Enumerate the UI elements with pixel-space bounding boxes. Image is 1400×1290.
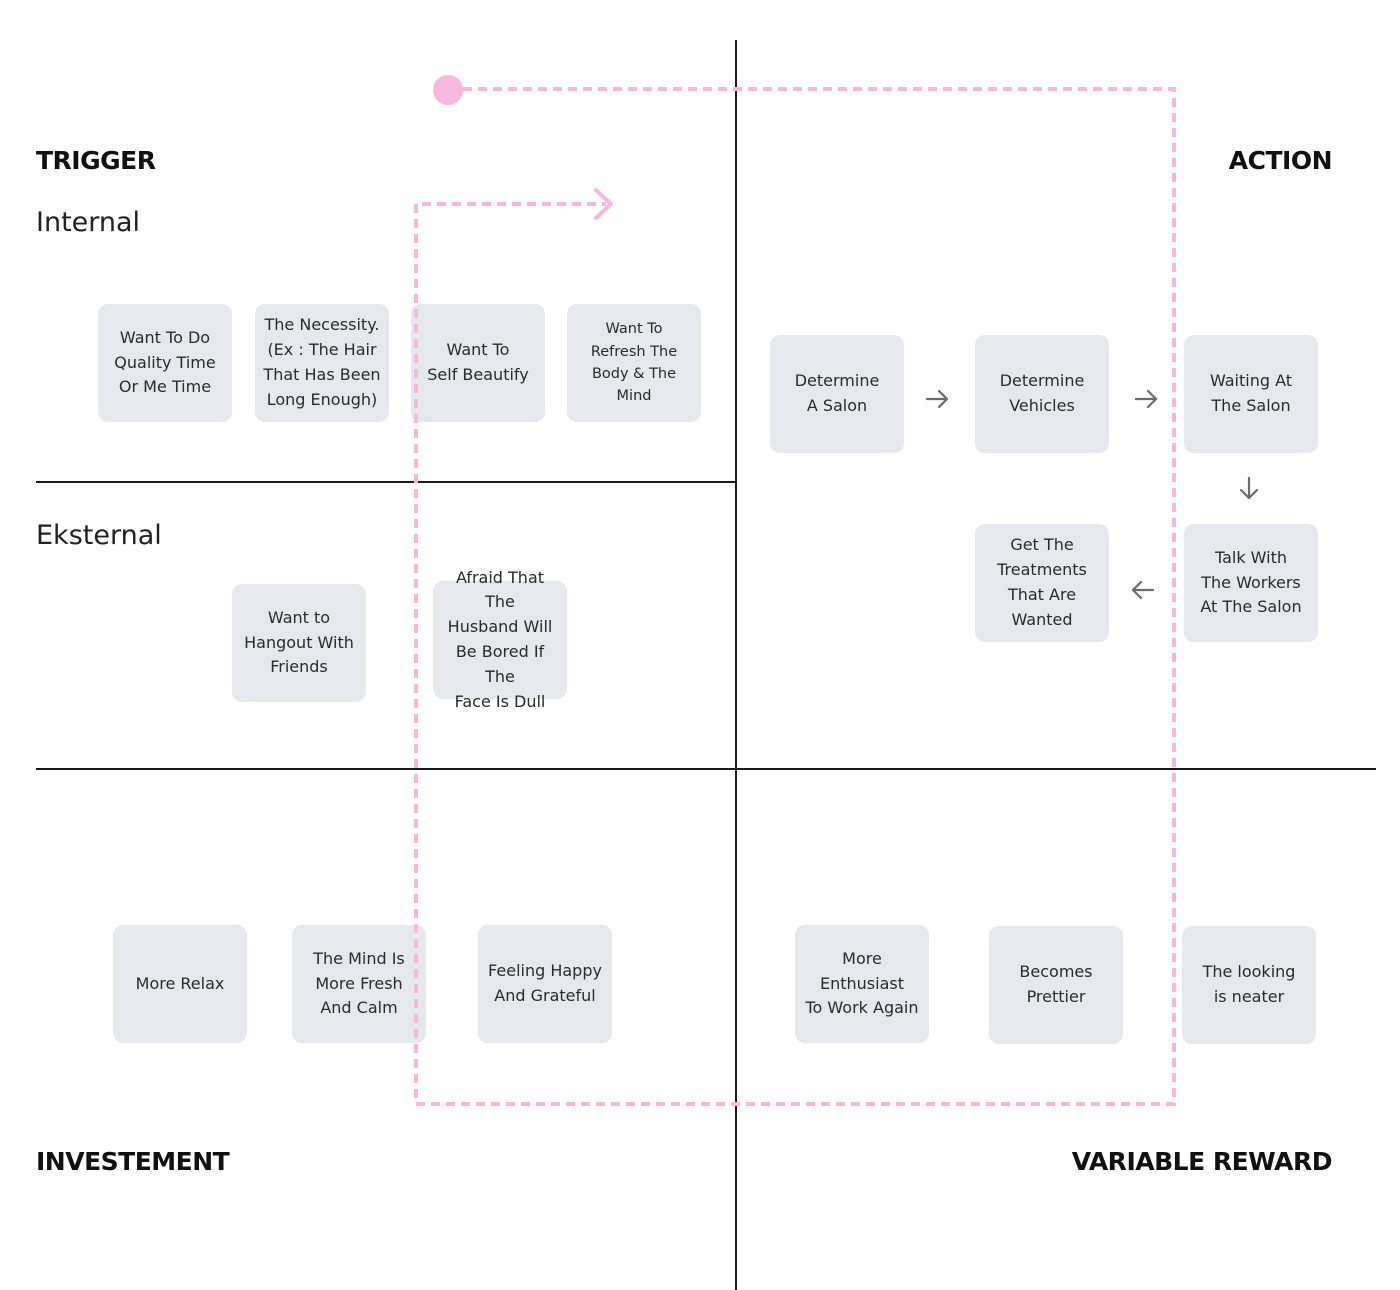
card-talk-workers: Talk With The Workers At The Salon — [1184, 524, 1318, 642]
action-heading: ACTION — [1228, 146, 1333, 175]
card-get-treatments: Get The Treatments That Are Wanted — [975, 524, 1109, 642]
card-more-enthusiast: More Enthusiast To Work Again — [795, 925, 929, 1043]
card-necessity: The Necessity. (Ex : The Hair That Has B… — [255, 304, 389, 422]
card-mind-fresh: The Mind Is More Fresh And Calm — [292, 925, 426, 1043]
card-determine-vehicles: Determine Vehicles — [975, 335, 1109, 453]
horizontal-divider — [36, 768, 1376, 770]
card-determine-salon: Determine A Salon — [770, 335, 904, 453]
vertical-divider — [735, 40, 737, 1290]
internal-label: Internal — [36, 207, 141, 238]
arrow-left-icon — [1131, 580, 1155, 600]
investment-heading: INVESTEMENT — [36, 1147, 230, 1176]
variable-reward-heading: VARIABLE REWARD — [1071, 1147, 1333, 1176]
card-waiting-salon: Waiting At The Salon — [1184, 335, 1318, 453]
card-refresh-body-mind: Want To Refresh The Body & The Mind — [567, 304, 701, 422]
card-more-relax: More Relax — [113, 925, 247, 1043]
external-label: Eksternal — [36, 520, 162, 551]
trigger-heading: TRIGGER — [36, 146, 156, 175]
card-hangout-friends: Want to Hangout With Friends — [232, 584, 366, 702]
card-looking-neater: The looking is neater — [1182, 926, 1316, 1044]
card-quality-time: Want To Do Quality Time Or Me Time — [98, 304, 232, 422]
loop-arrowhead-icon — [594, 188, 613, 220]
arrow-right-icon — [925, 389, 949, 409]
card-happy-grateful: Feeling Happy And Grateful — [478, 925, 612, 1043]
card-self-beautify: Want To Self Beautify — [411, 304, 545, 422]
arrow-down-icon — [1239, 476, 1259, 500]
internal-external-divider — [36, 481, 736, 483]
card-afraid-husband: Afraid That The Husband Will Be Bored If… — [433, 568, 567, 711]
loop-start-dot — [433, 75, 463, 105]
arrow-right-icon — [1134, 389, 1158, 409]
card-becomes-prettier: Becomes Prettier — [989, 926, 1123, 1044]
